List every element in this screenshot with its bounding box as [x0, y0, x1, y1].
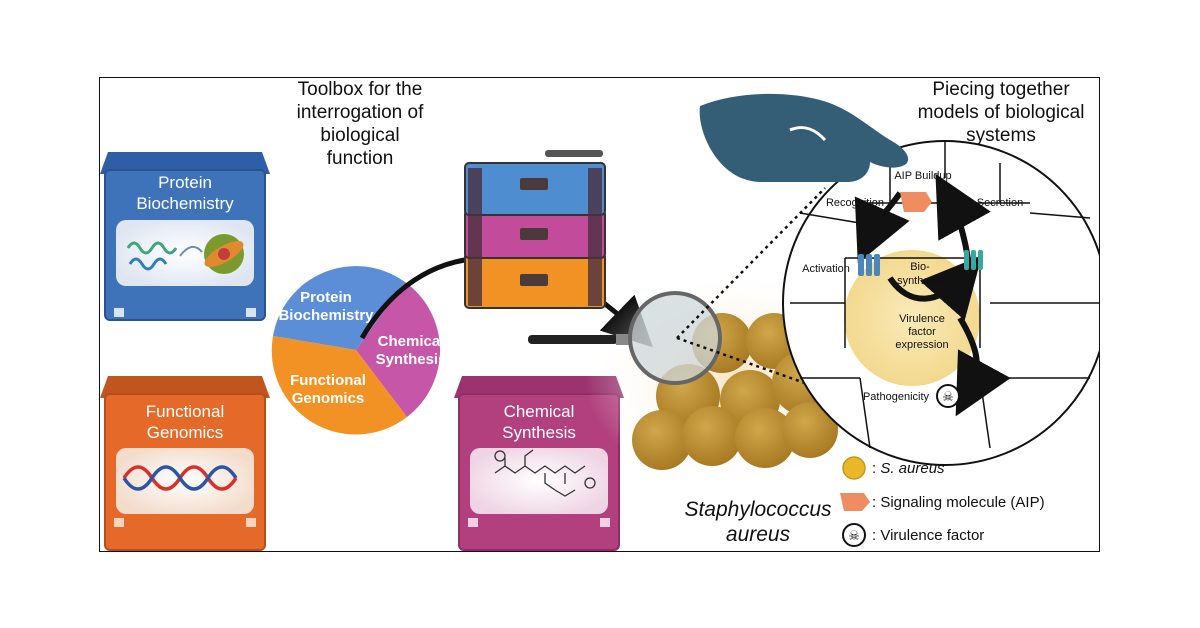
functional-genomics-box: Functional Genomics	[100, 376, 270, 551]
svg-text:☠: ☠	[942, 389, 954, 404]
svg-text:Chemical: Chemical	[504, 402, 575, 421]
receptor-icon	[858, 254, 880, 276]
models-title: Piecing together models of biological sy…	[918, 79, 1085, 146]
svg-text:Genomics: Genomics	[292, 390, 365, 407]
svg-text:function: function	[327, 148, 394, 169]
hand-icon	[699, 93, 909, 182]
svg-text:Synthesis: Synthesis	[376, 351, 447, 368]
svg-text:interrogation of: interrogation of	[297, 102, 424, 123]
species-name-line2: aureus	[726, 523, 791, 546]
cycle-arrow-recognition	[854, 191, 910, 264]
legend-aip-swatch	[840, 493, 870, 511]
svg-text:: Signaling molecule (AIP): : Signaling molecule (AIP)	[872, 494, 1045, 511]
svg-text:Biochemistry: Biochemistry	[278, 307, 374, 324]
svg-text:: Virulence factor: : Virulence factor	[872, 527, 984, 544]
molecule-structure-icon	[494, 449, 596, 497]
svg-text:Activation: Activation	[802, 263, 850, 275]
svg-text:Protein: Protein	[300, 289, 352, 306]
svg-text:: S. aureus: : S. aureus	[872, 460, 945, 477]
svg-text:AIP Buildup: AIP Buildup	[894, 170, 951, 182]
svg-text:Piecing together: Piecing together	[932, 79, 1070, 100]
aip-molecule-icon	[900, 192, 932, 212]
svg-text:Recognition: Recognition	[826, 197, 884, 209]
dna-helix-icon	[122, 465, 238, 491]
svg-text:synthesis: synthesis	[897, 275, 943, 287]
pie-slice-genomics	[271, 336, 407, 435]
hand-finger-line	[789, 126, 827, 142]
svg-text:Chemical: Chemical	[378, 333, 445, 350]
svg-text:Genomics: Genomics	[147, 423, 224, 442]
svg-text:biological: biological	[320, 125, 399, 146]
svg-text:Pathogenicity: Pathogenicity	[863, 391, 930, 403]
svg-text:factor: factor	[908, 326, 936, 338]
chemical-synthesis-box: Chemical Synthesis	[454, 376, 624, 551]
legend: : S. aureus : Signaling molecule (AIP) ☠…	[840, 456, 1045, 547]
cycle-arrow-biosynthesis	[887, 255, 982, 321]
svg-text:Secretion: Secretion	[977, 197, 1023, 209]
legend-virulence-swatch: ☠	[842, 523, 866, 547]
species-name-line1: Staphylococcus	[684, 498, 832, 521]
figure-frame: Toolbox for the interrogation of biologi…	[99, 77, 1100, 552]
quorum-sensing-puzzle: AIP Buildup Recognition Secretion Activa…	[782, 140, 1099, 466]
protein-structure-icon	[126, 234, 244, 274]
methods-pie-chart: Protein Biochemistry Chemical Synthesis …	[271, 266, 447, 435]
pie-slice-chemical	[356, 282, 441, 417]
svg-text:expression: expression	[895, 339, 948, 351]
transporter-icon	[964, 250, 983, 270]
svg-text:Biochemistry: Biochemistry	[136, 194, 234, 213]
svg-text:Protein: Protein	[158, 173, 212, 192]
svg-text:systems: systems	[966, 125, 1036, 146]
virulence-skull-icon: ☠	[936, 384, 960, 408]
svg-text:☠: ☠	[848, 528, 860, 543]
svg-text:Toolbox for the: Toolbox for the	[298, 79, 423, 100]
svg-text:Virulence: Virulence	[899, 313, 945, 325]
svg-text:Bio-: Bio-	[910, 261, 930, 273]
svg-text:Functional: Functional	[290, 372, 366, 389]
protein-biochemistry-box: Protein Biochemistry	[100, 152, 270, 321]
pie-slice-protein	[273, 266, 405, 350]
toolbox-title: Toolbox for the interrogation of biologi…	[297, 79, 424, 169]
svg-text:models of biological: models of biological	[918, 102, 1085, 123]
svg-text:Functional: Functional	[146, 402, 224, 421]
stacked-toolboxes	[464, 150, 606, 309]
svg-text:Synthesis: Synthesis	[502, 423, 576, 442]
cycle-arrow-expression	[955, 316, 1011, 417]
legend-s-aureus-swatch	[842, 456, 866, 480]
diagram-canvas: Toolbox for the interrogation of biologi…	[100, 79, 1099, 551]
